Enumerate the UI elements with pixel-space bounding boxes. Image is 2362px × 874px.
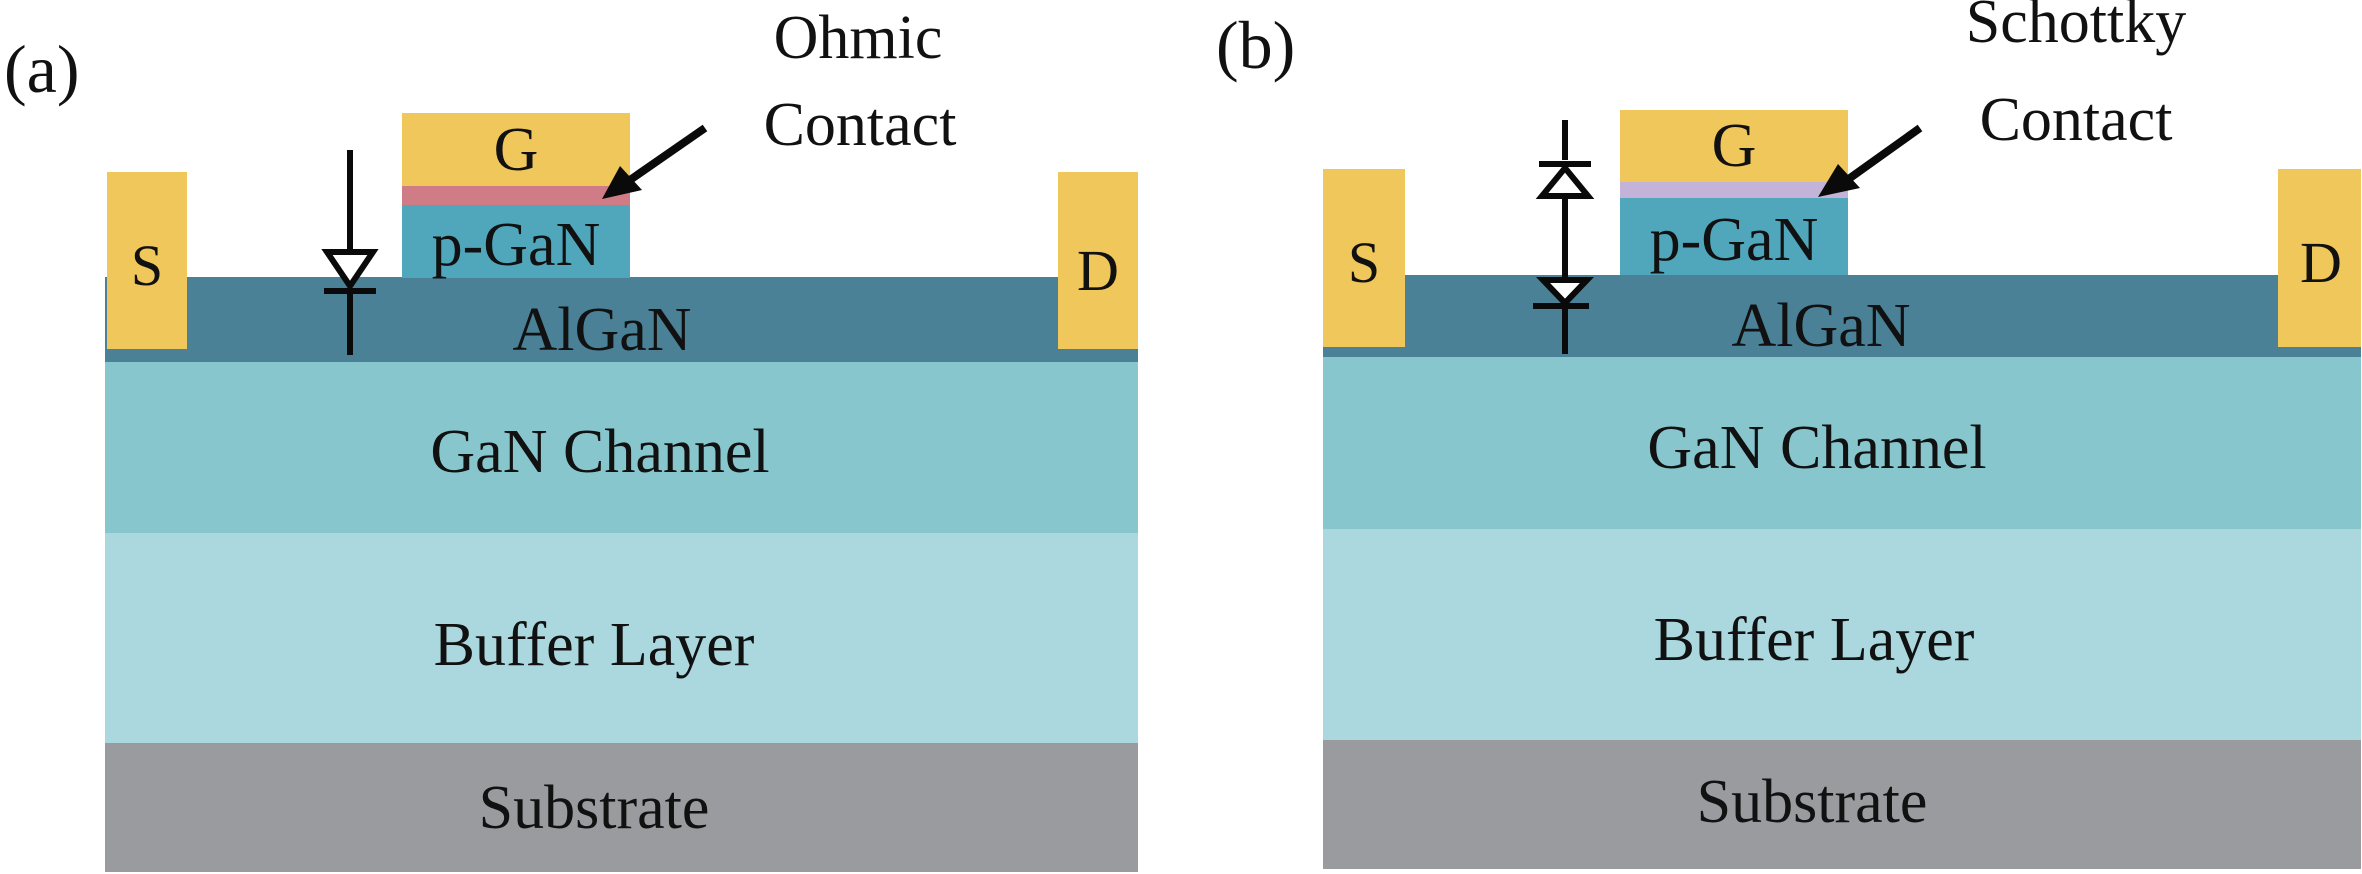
pointer-arrow-icon	[602, 124, 708, 199]
substrate-layer	[105, 743, 1138, 872]
contact-type-label-line1: Schottky	[1966, 0, 2186, 56]
substrate-label: Substrate	[1697, 768, 1928, 836]
gan-channel-label: GaN Channel	[1647, 414, 1986, 482]
source-label: S	[131, 233, 163, 298]
contact-type-label-line2: Contact	[1980, 86, 2173, 154]
gate-metal	[1620, 110, 1848, 182]
gate-label: G	[494, 116, 539, 184]
ohmic-contact-layer	[402, 186, 630, 205]
diode-symbol-icon	[321, 150, 379, 355]
p-gan-layer	[402, 205, 630, 278]
source-contact	[1323, 169, 1405, 347]
buffer-layer	[105, 533, 1138, 743]
algan-barrier-layer	[1323, 275, 2361, 357]
p-gan-label: p-GaN	[1650, 206, 1819, 274]
panel-a: (a) S D G p-GaN AlGaN GaN Channel Buffer…	[4, 4, 1138, 872]
panel-label: (b)	[1216, 7, 1295, 83]
drain-contact	[2278, 169, 2361, 347]
gate-label: G	[1712, 112, 1757, 180]
gan-channel-layer	[1323, 357, 2361, 529]
panel-b: (b) S D G p-GaN AlGaN GaN Channel Buffer…	[1216, 0, 2361, 869]
source-label: S	[1348, 230, 1380, 295]
algan-label: AlGaN	[1731, 292, 1910, 360]
contact-type-label-line1: Ohmic	[774, 4, 943, 72]
substrate-layer	[1323, 740, 2361, 869]
buffer-layer-label: Buffer Layer	[1654, 606, 1975, 674]
drain-contact	[1058, 172, 1138, 349]
buffer-layer-label: Buffer Layer	[434, 611, 755, 679]
back-to-back-diode-symbol-icon	[1533, 120, 1595, 354]
source-contact	[107, 172, 187, 349]
contact-type-label-line2: Contact	[764, 91, 957, 159]
substrate-label: Substrate	[479, 774, 710, 842]
drain-label: D	[2300, 230, 2342, 295]
p-gan-layer	[1620, 198, 1848, 275]
schottky-contact-layer	[1620, 182, 1848, 198]
buffer-layer	[1323, 529, 2361, 740]
gan-channel-layer	[105, 362, 1138, 533]
algan-barrier-layer	[105, 277, 1138, 362]
panel-label: (a)	[4, 31, 79, 107]
drain-label: D	[1077, 238, 1119, 303]
gan-channel-label: GaN Channel	[430, 418, 769, 486]
algan-label: AlGaN	[512, 296, 691, 364]
p-gan-label: p-GaN	[432, 211, 601, 279]
pointer-arrow-icon	[1818, 124, 1923, 197]
gate-metal	[402, 113, 630, 186]
